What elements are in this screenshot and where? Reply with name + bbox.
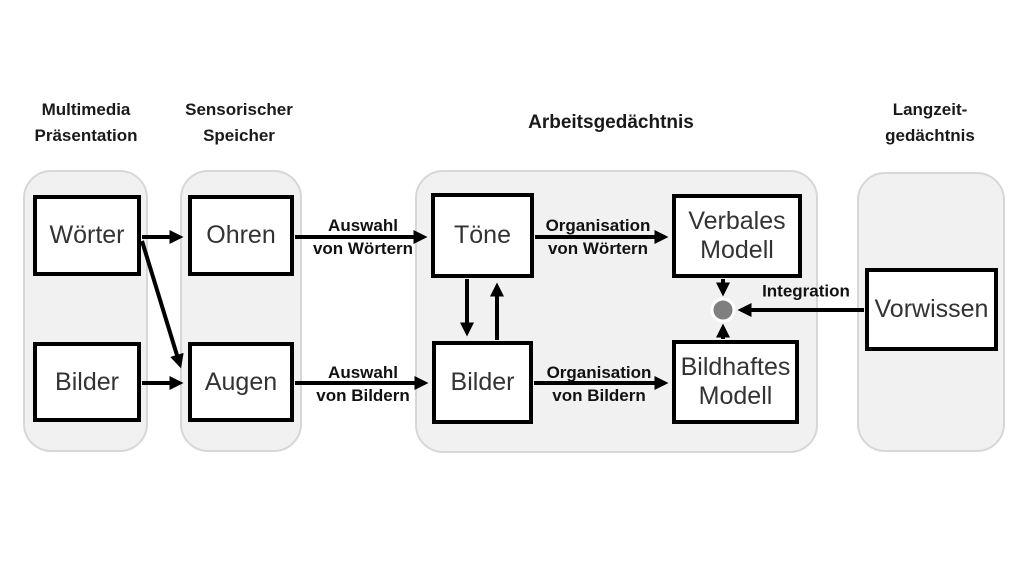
box-bilder-arbeitsgedaechtnis: Bilder: [432, 341, 533, 424]
box-bilder-praesentation: Bilder: [33, 342, 141, 422]
box-ohren: Ohren: [188, 195, 294, 276]
box-augen: Augen: [188, 342, 294, 422]
integration-dot: [710, 297, 736, 323]
box-vorwissen: Vorwissen: [865, 268, 998, 351]
header-sensorischer-speicher: Sensorischer Speicher: [185, 100, 293, 145]
arrow-woerter-to-augen: [140, 240, 184, 369]
box-woerter: Wörter: [33, 195, 141, 276]
box-verbales-modell: Verbales Modell: [672, 194, 802, 278]
arrow-label-auswahl-von-bildern: Auswahl von Bildern: [316, 363, 410, 405]
arrow-label-integration: Integration: [762, 281, 850, 301]
arrow-label-organisation-von-bildern: Organisation von Bildern: [546, 363, 652, 405]
box-bildhaftes-modell: Bildhaftes Modell: [672, 340, 799, 424]
arrow-label-organisation-von-woertern: Organisation von Wörtern: [545, 216, 651, 258]
box-toene: Töne: [431, 193, 534, 278]
header-langzeitgedaechtnis: Langzeit- gedächtnis: [885, 100, 975, 145]
header-multimedia-praesentation: Multimedia Präsentation: [34, 100, 138, 145]
header-arbeitsgedaechtnis: Arbeitsgedächtnis: [528, 112, 694, 133]
arrow-label-auswahl-von-woertern: Auswahl von Wörtern: [312, 216, 414, 258]
